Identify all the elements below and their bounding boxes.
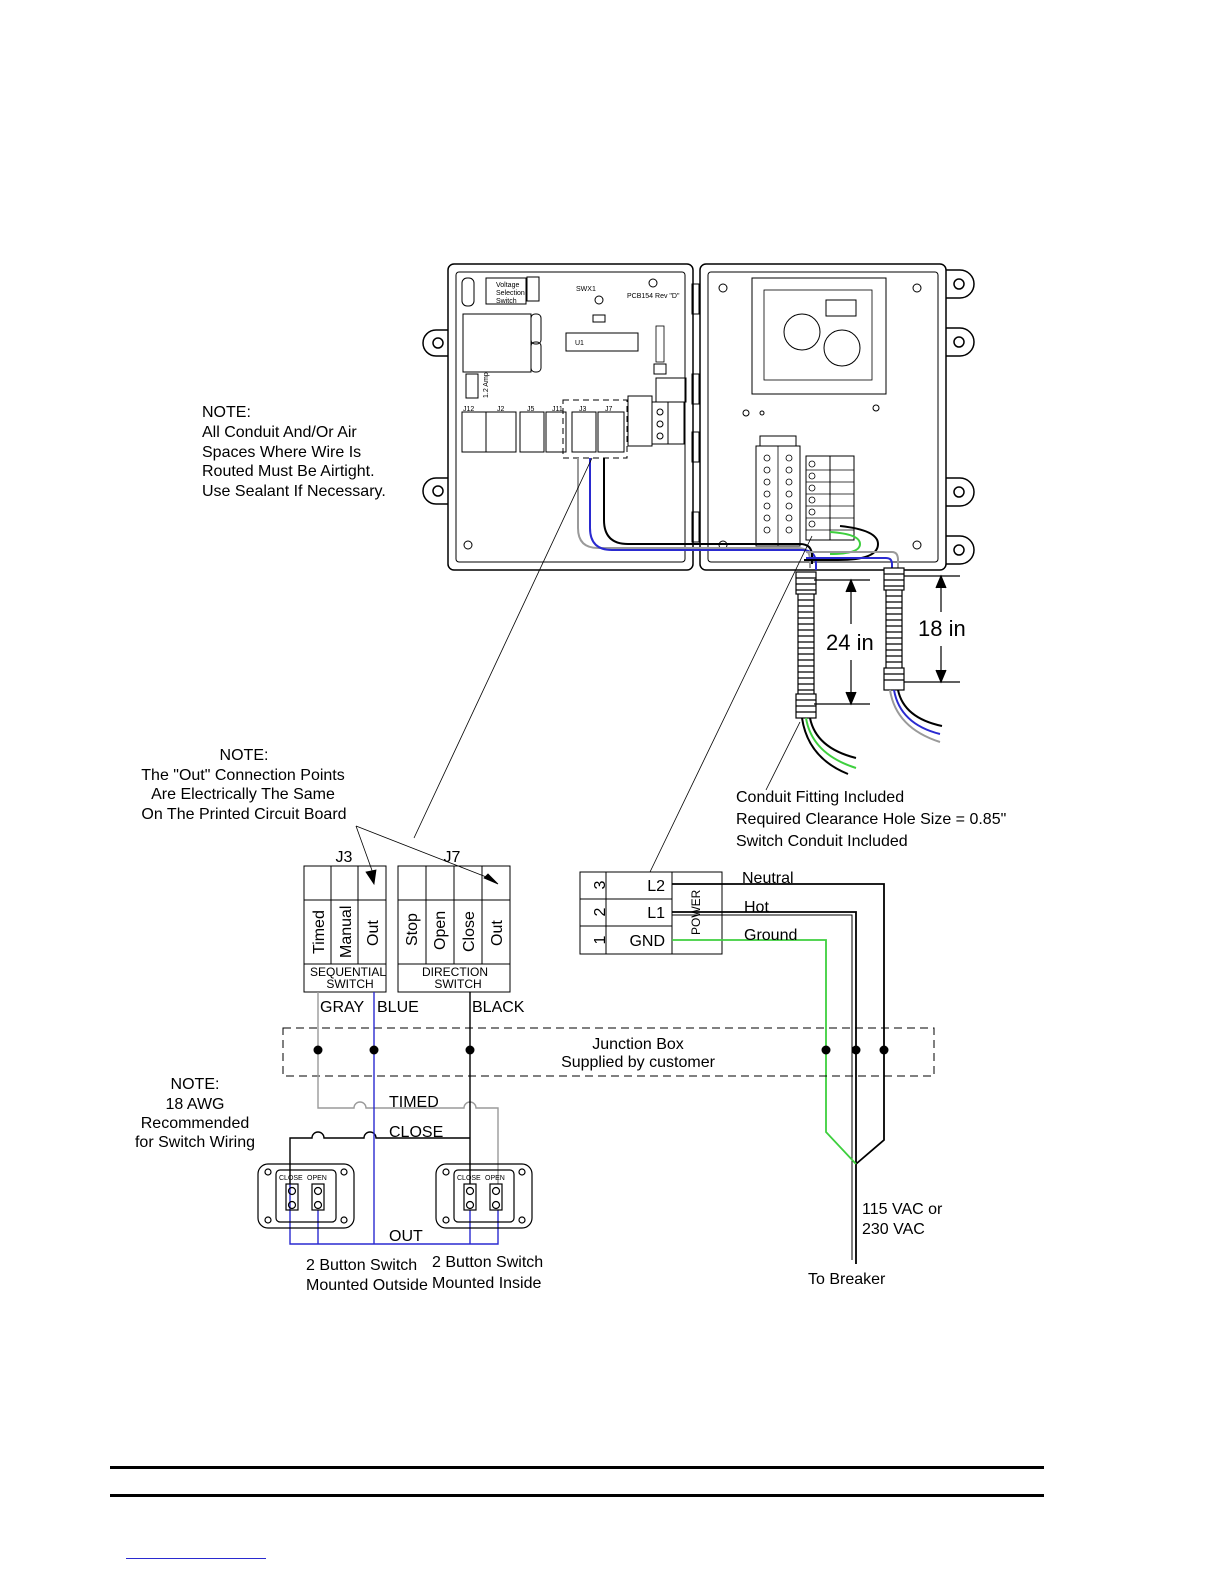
note-line: All Conduit And/Or Air bbox=[202, 424, 357, 441]
neutral-label: Neutral bbox=[742, 870, 794, 887]
switch-wiring bbox=[289, 992, 499, 1245]
pcb-voltage-label: Voltage bbox=[496, 282, 519, 289]
note-line: Spaces Where Wire Is bbox=[202, 444, 361, 461]
pcb-header-label: J5 bbox=[527, 406, 535, 413]
j7-connector: J7 Stop Open Close Out DIRECTION SWITCH bbox=[397, 849, 511, 993]
open-button-label: OPEN bbox=[485, 1175, 505, 1182]
terminal-number: 1 bbox=[592, 935, 609, 944]
j7-caption: DIRECTION bbox=[422, 965, 488, 979]
note-out-points: NOTE: The "Out" Connection Points Are El… bbox=[141, 747, 346, 823]
close-wire-label: CLOSE bbox=[389, 1124, 443, 1141]
voltage-label: 230 VAC bbox=[862, 1221, 925, 1238]
pcb-header-label: J11 bbox=[552, 406, 563, 413]
pcb-header-label: J12 bbox=[463, 406, 474, 413]
j7-pin-label: Out bbox=[489, 920, 506, 946]
out-wire-label: OUT bbox=[389, 1228, 423, 1245]
terminal-screws bbox=[763, 454, 854, 534]
note-airtight: NOTE: All Conduit And/Or Air Spaces Wher… bbox=[202, 404, 386, 500]
j3-caption: SEQUENTIAL bbox=[310, 965, 386, 979]
black-wire-label: BLACK bbox=[472, 999, 525, 1016]
open-button-label: OPEN bbox=[307, 1175, 327, 1182]
note-heading: NOTE: bbox=[202, 404, 251, 421]
note-line: Conduit Fitting Included bbox=[736, 789, 904, 806]
pcb-voltage-label: Selection bbox=[496, 290, 525, 297]
gray-wire-label: GRAY bbox=[320, 999, 364, 1016]
j3-title: J3 bbox=[336, 849, 353, 866]
voltage-label: 115 VAC or bbox=[862, 1201, 943, 1218]
pcb-u1-label: U1 bbox=[575, 340, 584, 347]
dimension-lines bbox=[814, 574, 960, 706]
junction-dots bbox=[313, 1045, 889, 1055]
internal-wiring bbox=[577, 458, 899, 570]
button-station-inside bbox=[435, 1163, 533, 1229]
terminal-number: 2 bbox=[592, 907, 609, 916]
pcb-header-label: J2 bbox=[497, 406, 505, 413]
dimension-24-label: 24 in bbox=[826, 630, 874, 655]
j7-caption: SWITCH bbox=[434, 977, 481, 991]
leader-lines bbox=[355, 457, 813, 886]
note-awg: NOTE: 18 AWG Recommended for Switch Wiri… bbox=[135, 1076, 255, 1151]
power-enclosure bbox=[699, 263, 975, 571]
ground-label: Ground bbox=[744, 927, 797, 944]
j3-connector: J3 Timed Manual Out SEQUENTIAL SWITCH bbox=[303, 849, 387, 993]
pcb-board-labels: J12 J2 J5 J11 J3 J7 SWX1 PCB154 Rev "D" … bbox=[463, 282, 680, 413]
hot-label: Hot bbox=[744, 899, 769, 916]
j7-title: J7 bbox=[444, 849, 461, 866]
note-line: On The Printed Circuit Board bbox=[141, 806, 346, 823]
j3-pin-label: Timed bbox=[311, 910, 328, 954]
note-line: 18 AWG bbox=[166, 1096, 225, 1113]
note-line: for Switch Wiring bbox=[135, 1134, 255, 1151]
note-line: The "Out" Connection Points bbox=[141, 767, 344, 784]
terminal-label: L2 bbox=[647, 878, 665, 895]
note-line: Use Sealant If Necessary. bbox=[202, 483, 386, 500]
dimension-18-label: 18 in bbox=[918, 616, 966, 641]
note-line: Switch Conduit Included bbox=[736, 833, 908, 850]
footer-link-underline bbox=[126, 1558, 266, 1559]
pcb-header-label: J7 bbox=[605, 406, 613, 413]
blue-wire-label: BLUE bbox=[377, 999, 419, 1016]
pcb-header-label: J3 bbox=[579, 406, 587, 413]
outside-switch-caption: Mounted Outside bbox=[306, 1277, 428, 1294]
conduit-right bbox=[883, 567, 905, 691]
power-wires bbox=[672, 883, 885, 1264]
terminal-label: GND bbox=[629, 933, 665, 950]
terminal-label: L1 bbox=[647, 905, 665, 922]
inside-switch-caption: Mounted Inside bbox=[432, 1275, 542, 1292]
j7-pin-label: Stop bbox=[404, 913, 421, 946]
to-breaker-label: To Breaker bbox=[808, 1271, 886, 1288]
pcb-fuse-label: 1.2 Amp bbox=[483, 372, 490, 398]
inside-switch-caption: 2 Button Switch bbox=[432, 1254, 543, 1271]
j3-pin-label: Out bbox=[365, 920, 382, 946]
pcb-swx-label: SWX1 bbox=[576, 286, 596, 293]
note-line: Routed Must Be Airtight. bbox=[202, 463, 375, 480]
conduit-note: Conduit Fitting Included Required Cleara… bbox=[736, 789, 1006, 850]
button-station-outside bbox=[257, 1163, 355, 1229]
j3-caption: SWITCH bbox=[326, 977, 373, 991]
junction-box-title: Junction Box bbox=[592, 1036, 684, 1053]
junction-box-subtitle: Supplied by customer bbox=[561, 1054, 716, 1071]
footer-rule-bottom bbox=[110, 1494, 1044, 1497]
junction-box bbox=[282, 1027, 935, 1077]
note-line: Required Clearance Hole Size = 0.85" bbox=[736, 811, 1006, 828]
timed-wire-label: TIMED bbox=[389, 1094, 439, 1111]
footer-rule-top bbox=[110, 1466, 1044, 1469]
pcb-voltage-label: Switch bbox=[496, 298, 517, 305]
note-line: Recommended bbox=[141, 1115, 250, 1132]
pcb-rev-label: PCB154 Rev "D" bbox=[627, 293, 680, 300]
j3-pin-label: Manual bbox=[338, 906, 355, 958]
j7-pin-label: Open bbox=[432, 911, 449, 950]
conduit-left bbox=[795, 571, 817, 719]
note-heading: NOTE: bbox=[171, 1076, 220, 1093]
j7-pin-label: Close bbox=[461, 911, 478, 952]
terminal-number: 3 bbox=[592, 880, 609, 889]
note-line: Are Electrically The Same bbox=[151, 786, 335, 803]
close-button-label: CLOSE bbox=[457, 1175, 481, 1182]
close-button-label: CLOSE bbox=[279, 1175, 303, 1182]
conduit-wire-ends bbox=[801, 689, 943, 775]
note-heading: NOTE: bbox=[220, 747, 269, 764]
pcb-enclosure bbox=[422, 263, 700, 571]
outside-switch-caption: 2 Button Switch bbox=[306, 1257, 417, 1274]
